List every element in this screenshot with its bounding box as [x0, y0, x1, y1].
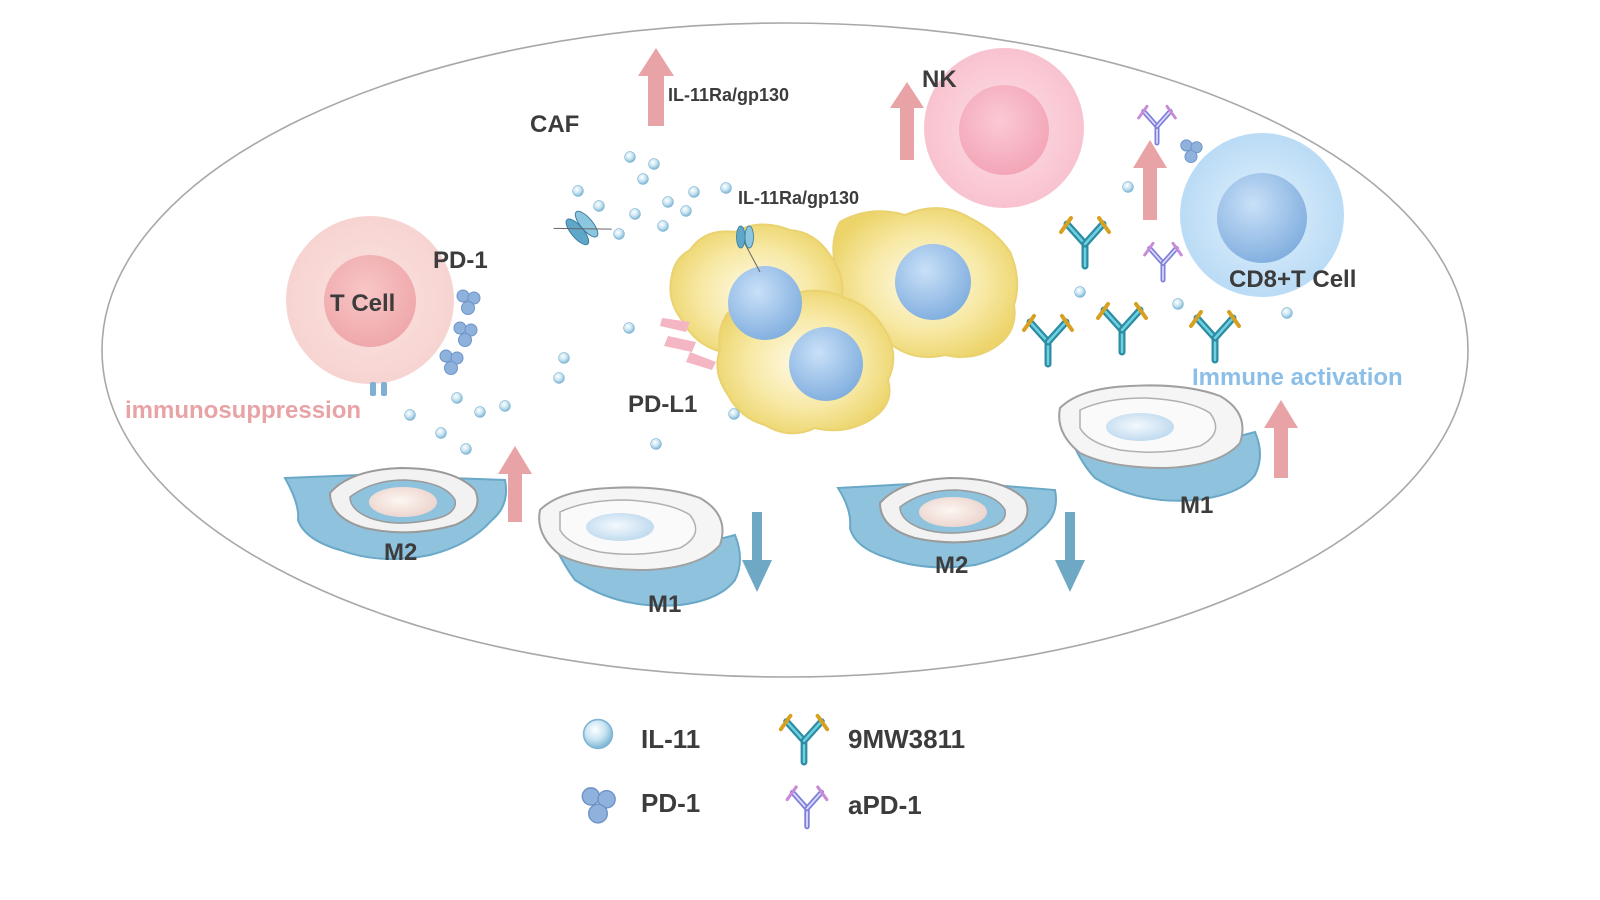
immune-activation-label: Immune activation [1192, 364, 1403, 391]
t-cell [286, 216, 481, 396]
m1-left-label: M1 [648, 591, 681, 618]
tumor-microenvironment-outline [101, 22, 1469, 678]
pdl1-ligand-marks [660, 318, 716, 370]
macrophage-m2-left [283, 466, 508, 560]
legend-item-9mw3811: 9MW3811 [781, 716, 965, 762]
il11-icon [582, 718, 614, 750]
legend-apd1-label: aPD-1 [848, 790, 922, 820]
arrow-up-cd8 [1133, 140, 1167, 220]
legend-pd1-label: PD-1 [641, 788, 700, 818]
arrow-up-m2-left [498, 446, 532, 522]
pd1-receptor-icon [439, 349, 464, 375]
arrow-up-nk [890, 82, 924, 160]
antibody-9mw3811-icon [781, 716, 827, 762]
receptor-top-label: IL-11Ra/gp130 [668, 85, 789, 105]
pd1-icon [581, 787, 616, 824]
free-receptor-icon [553, 210, 612, 246]
caf-cell-cluster [660, 207, 1019, 435]
arrow-down-m2-right [1055, 512, 1085, 592]
t-cell-label: T Cell [330, 290, 395, 317]
cd8-t-cell [1180, 133, 1344, 297]
macrophage-m1-left [538, 486, 741, 607]
macrophage-m2-right [836, 476, 1057, 569]
m2-left-label: M2 [384, 539, 417, 566]
caf-nucleus [789, 327, 863, 401]
caf-nucleus [728, 266, 802, 340]
legend-9mw3811-label: 9MW3811 [848, 724, 965, 754]
macrophage-m1-right [1058, 384, 1261, 502]
arrow-up-m1-right [1264, 400, 1298, 478]
m2-right-label: M2 [935, 552, 968, 579]
pd1-receptor-icon [453, 321, 478, 347]
caf-nucleus [895, 244, 971, 320]
legend-item-il11: IL-11 [582, 718, 700, 754]
cd8-t-cell-label: CD8+T Cell [1229, 266, 1356, 293]
pdl1-label: PD-L1 [628, 391, 697, 418]
receptor-pair-icon [370, 382, 387, 396]
pd1-label: PD-1 [433, 247, 488, 274]
receptor-mid-label: IL-11Ra/gp130 [738, 188, 859, 208]
immunosuppression-label: immunosuppression [125, 397, 361, 424]
nk-cell [924, 48, 1084, 208]
pd1-receptor-icon [456, 289, 481, 315]
arrow-up-il11ra [638, 48, 674, 126]
antibody-apd1-icon [787, 787, 827, 827]
legend: IL-11 PD-1 9MW3811 aPD-1 [581, 716, 965, 827]
m1-right-label: M1 [1180, 492, 1213, 519]
arrow-down-m1-left [742, 512, 772, 592]
nk-label: NK [922, 66, 957, 93]
legend-il11-label: IL-11 [641, 724, 700, 754]
pd1-receptor-icon [1180, 139, 1203, 164]
legend-item-apd1: aPD-1 [787, 787, 922, 827]
legend-item-pd1: PD-1 [581, 787, 700, 824]
caf-label: CAF [530, 111, 579, 138]
